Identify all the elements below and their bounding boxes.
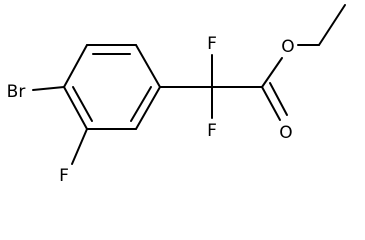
atom-label-f-bottom: F: [207, 121, 217, 141]
bond-carbonyl-o-ester: [261, 57, 283, 88]
bond-carbonyl-o-double-1: [261, 86, 281, 121]
atom-label-o-carbonyl: O: [279, 123, 292, 143]
bond-c6-br: [32, 86, 65, 91]
ring-bond-c5-c6: [63, 86, 88, 130]
ring-bond-c2-c3: [135, 44, 161, 88]
atom-label-br: Br: [7, 82, 26, 102]
atom-label-o-ester: O: [281, 37, 294, 57]
ring-bond-c3-c4: [135, 86, 161, 130]
molecule-diagram: Br F F F O O: [7, 4, 346, 186]
ring-bond-c6-c1: [63, 44, 88, 88]
bond-carbonyl-o-double-2: [269, 82, 288, 116]
bond-ch2-ch3: [318, 4, 346, 46]
ring-double-c3-c4: [130, 86, 152, 122]
ring-double-c5-c6: [72, 86, 93, 122]
atom-label-f-top: F: [207, 34, 217, 54]
bond-c5-f: [71, 128, 88, 165]
atom-label-f-ring: F: [59, 166, 69, 186]
benzene-ring: [63, 44, 161, 130]
structure-svg: Br F F F O O: [7, 4, 346, 186]
